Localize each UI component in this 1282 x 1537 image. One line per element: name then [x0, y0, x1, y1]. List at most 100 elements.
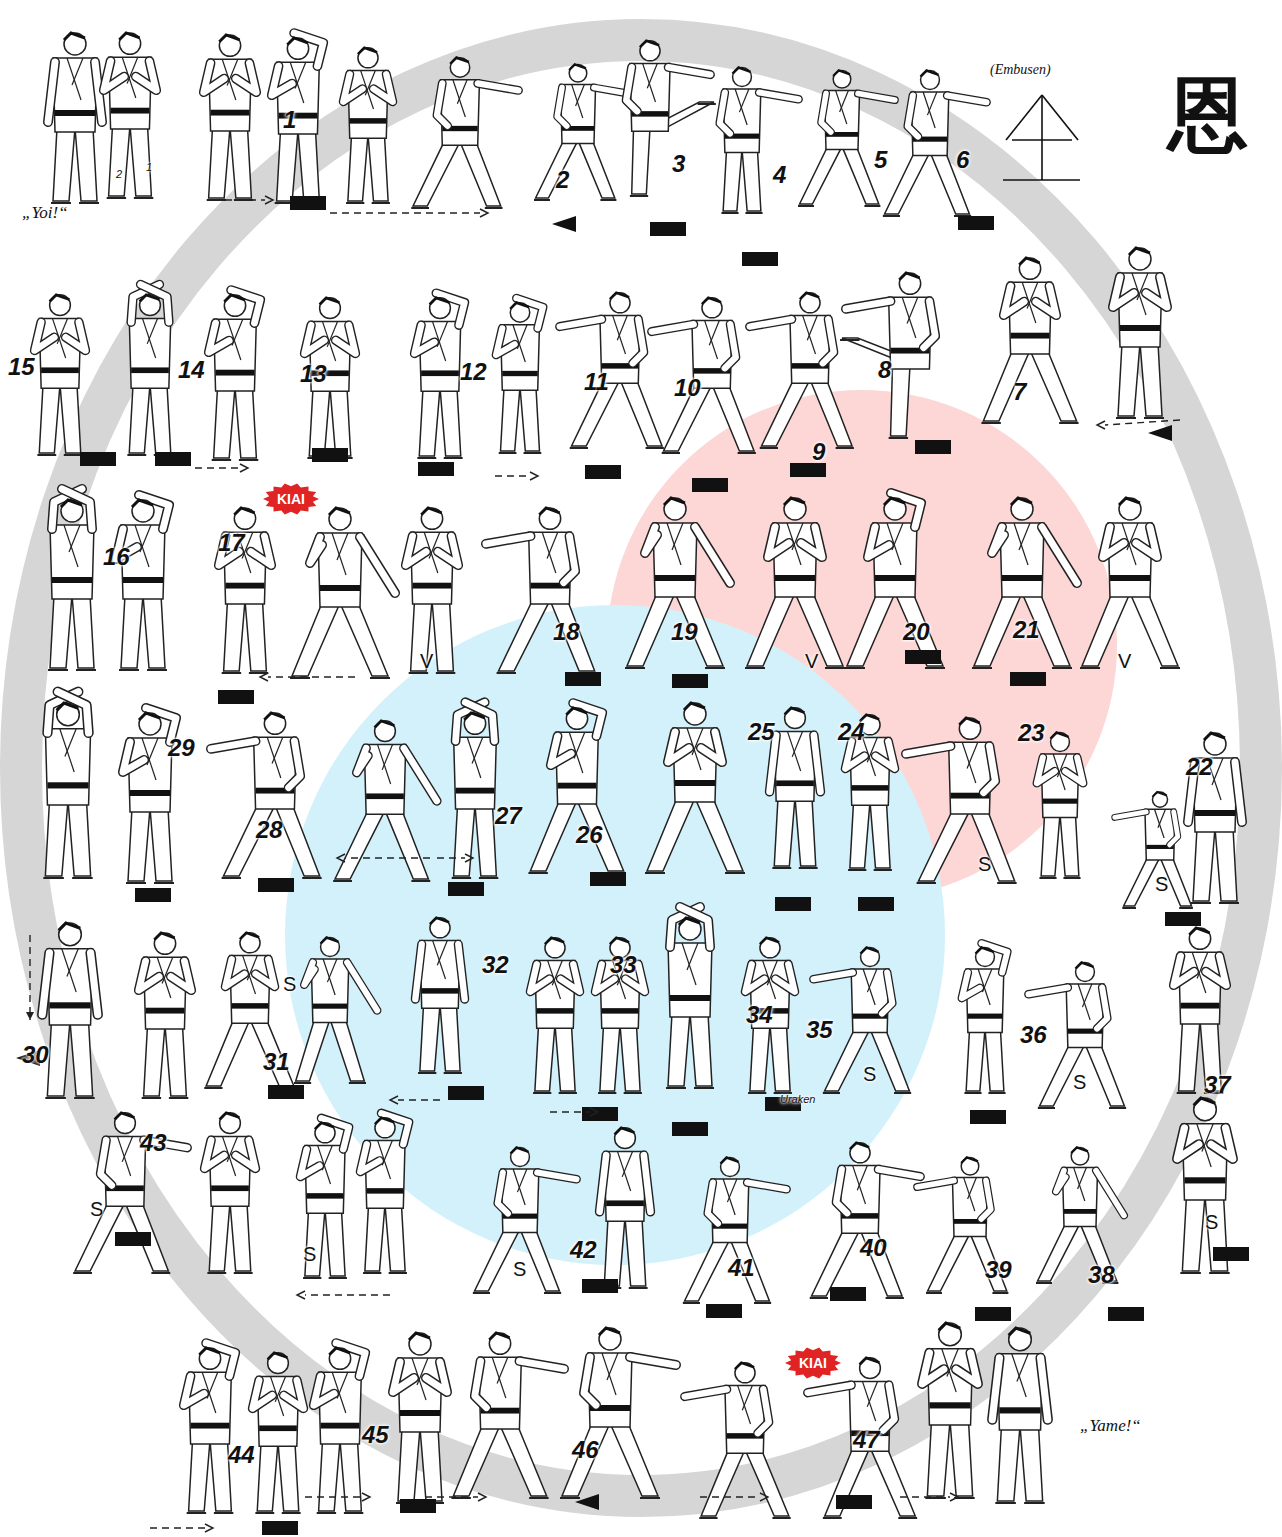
karateka-figure — [411, 58, 518, 208]
arrow-head — [390, 1096, 398, 1104]
step-number: 15 — [8, 353, 35, 381]
step-number: 6 — [956, 146, 969, 174]
karateka-figure — [770, 708, 821, 868]
karateka-figure — [560, 293, 664, 448]
karateka-figure — [962, 943, 1007, 1093]
karateka-figure — [883, 71, 987, 216]
emblem-blue — [285, 605, 945, 1265]
karateka-figure — [184, 1343, 235, 1513]
karateka-figure — [204, 933, 295, 1088]
karateka-figure — [253, 1353, 304, 1513]
step-number: 10 — [674, 374, 701, 402]
step-box — [400, 1499, 436, 1513]
karateka-figure — [406, 508, 458, 673]
step-number: 26 — [576, 821, 603, 849]
step-box — [958, 216, 994, 230]
karateka-figure — [1113, 248, 1167, 418]
step-number: 39 — [985, 1256, 1012, 1284]
step-box — [706, 1304, 742, 1318]
karateka-figure — [42, 923, 98, 1098]
kiai-burst: KIAI — [262, 482, 320, 516]
arrow-head — [260, 673, 268, 681]
step-box — [312, 448, 348, 462]
step-box — [218, 690, 254, 704]
kiai-burst: KIAI — [784, 1346, 842, 1380]
step-box — [1213, 1247, 1249, 1261]
direction-arrow — [550, 1111, 590, 1112]
step-number: 44 — [228, 1441, 255, 1469]
karateka-figure — [205, 1113, 256, 1273]
step-box — [775, 897, 811, 911]
arrow-head — [530, 472, 538, 480]
karateka-figure — [560, 1328, 676, 1498]
step-box — [742, 252, 778, 266]
karateka-figure — [272, 33, 323, 203]
facing-marker — [1148, 425, 1172, 441]
figures — [35, 33, 1242, 1518]
step-number: 8 — [878, 356, 891, 384]
karateka-figure — [528, 703, 625, 873]
direction-arrow — [305, 1294, 390, 1295]
karateka-figure — [451, 1333, 564, 1498]
step-box — [448, 1086, 484, 1100]
step-box — [692, 478, 728, 492]
step-box — [155, 452, 191, 466]
arrow-head — [465, 854, 473, 862]
command-text: „Yoi!“ — [22, 203, 68, 223]
direction-arrow — [495, 475, 530, 476]
direction-arrow — [700, 1496, 760, 1497]
karateka-figure — [666, 907, 714, 1088]
direction-arrow — [345, 857, 430, 858]
arrow-head — [760, 1493, 768, 1501]
stance-mark: S — [1073, 1071, 1086, 1094]
kata-kanji: 恩 — [1168, 62, 1248, 170]
karateka-figure — [798, 70, 895, 206]
karateka-figure — [685, 1363, 791, 1518]
karateka-figure — [840, 273, 935, 438]
karateka-figure — [300, 1118, 348, 1278]
step-box — [135, 888, 171, 902]
burst-fill — [263, 483, 319, 514]
step-number: 33 — [610, 951, 637, 979]
stance-mark: S — [1155, 873, 1168, 896]
step-box — [565, 672, 601, 686]
step-number: 36 — [1020, 1021, 1047, 1049]
facing-marker — [552, 216, 576, 232]
karateka-figure — [127, 284, 172, 455]
karateka-figure — [1037, 733, 1083, 878]
step-number: 35 — [806, 1016, 833, 1044]
step-box — [258, 878, 294, 892]
step-number: 12 — [460, 358, 487, 386]
direction-arrow — [225, 199, 265, 200]
karateka-figure — [116, 495, 169, 670]
step-number: 22 — [1186, 753, 1213, 781]
stance-mark: V — [1118, 650, 1131, 673]
step-box — [268, 1085, 304, 1099]
step-box — [975, 1307, 1011, 1321]
arrow-head — [205, 1524, 213, 1532]
step-number: 7 — [1013, 378, 1026, 406]
karateka-figure — [473, 1148, 577, 1293]
step-box — [80, 452, 116, 466]
karateka-figure — [810, 1143, 921, 1298]
step-number: 40 — [860, 1234, 887, 1262]
karateka-figure — [48, 489, 96, 670]
step-number: 30 — [22, 1041, 49, 1069]
step-box — [590, 872, 626, 886]
step-number: 3 — [672, 150, 685, 178]
step-box — [448, 882, 484, 896]
karateka-figure — [600, 1128, 651, 1288]
kiai-text: KIAI — [799, 1356, 827, 1370]
karateka-figure — [1080, 498, 1180, 668]
step-number: 18 — [553, 618, 580, 646]
step-box — [836, 1495, 872, 1509]
karateka-figure — [343, 48, 392, 203]
arrow-head — [590, 1108, 598, 1116]
step-number: 16 — [103, 543, 130, 571]
karateka-figure — [808, 1358, 917, 1518]
karateka-figure — [534, 64, 631, 200]
karateka-figure — [745, 938, 794, 1093]
step-number: 38 — [1088, 1261, 1115, 1289]
